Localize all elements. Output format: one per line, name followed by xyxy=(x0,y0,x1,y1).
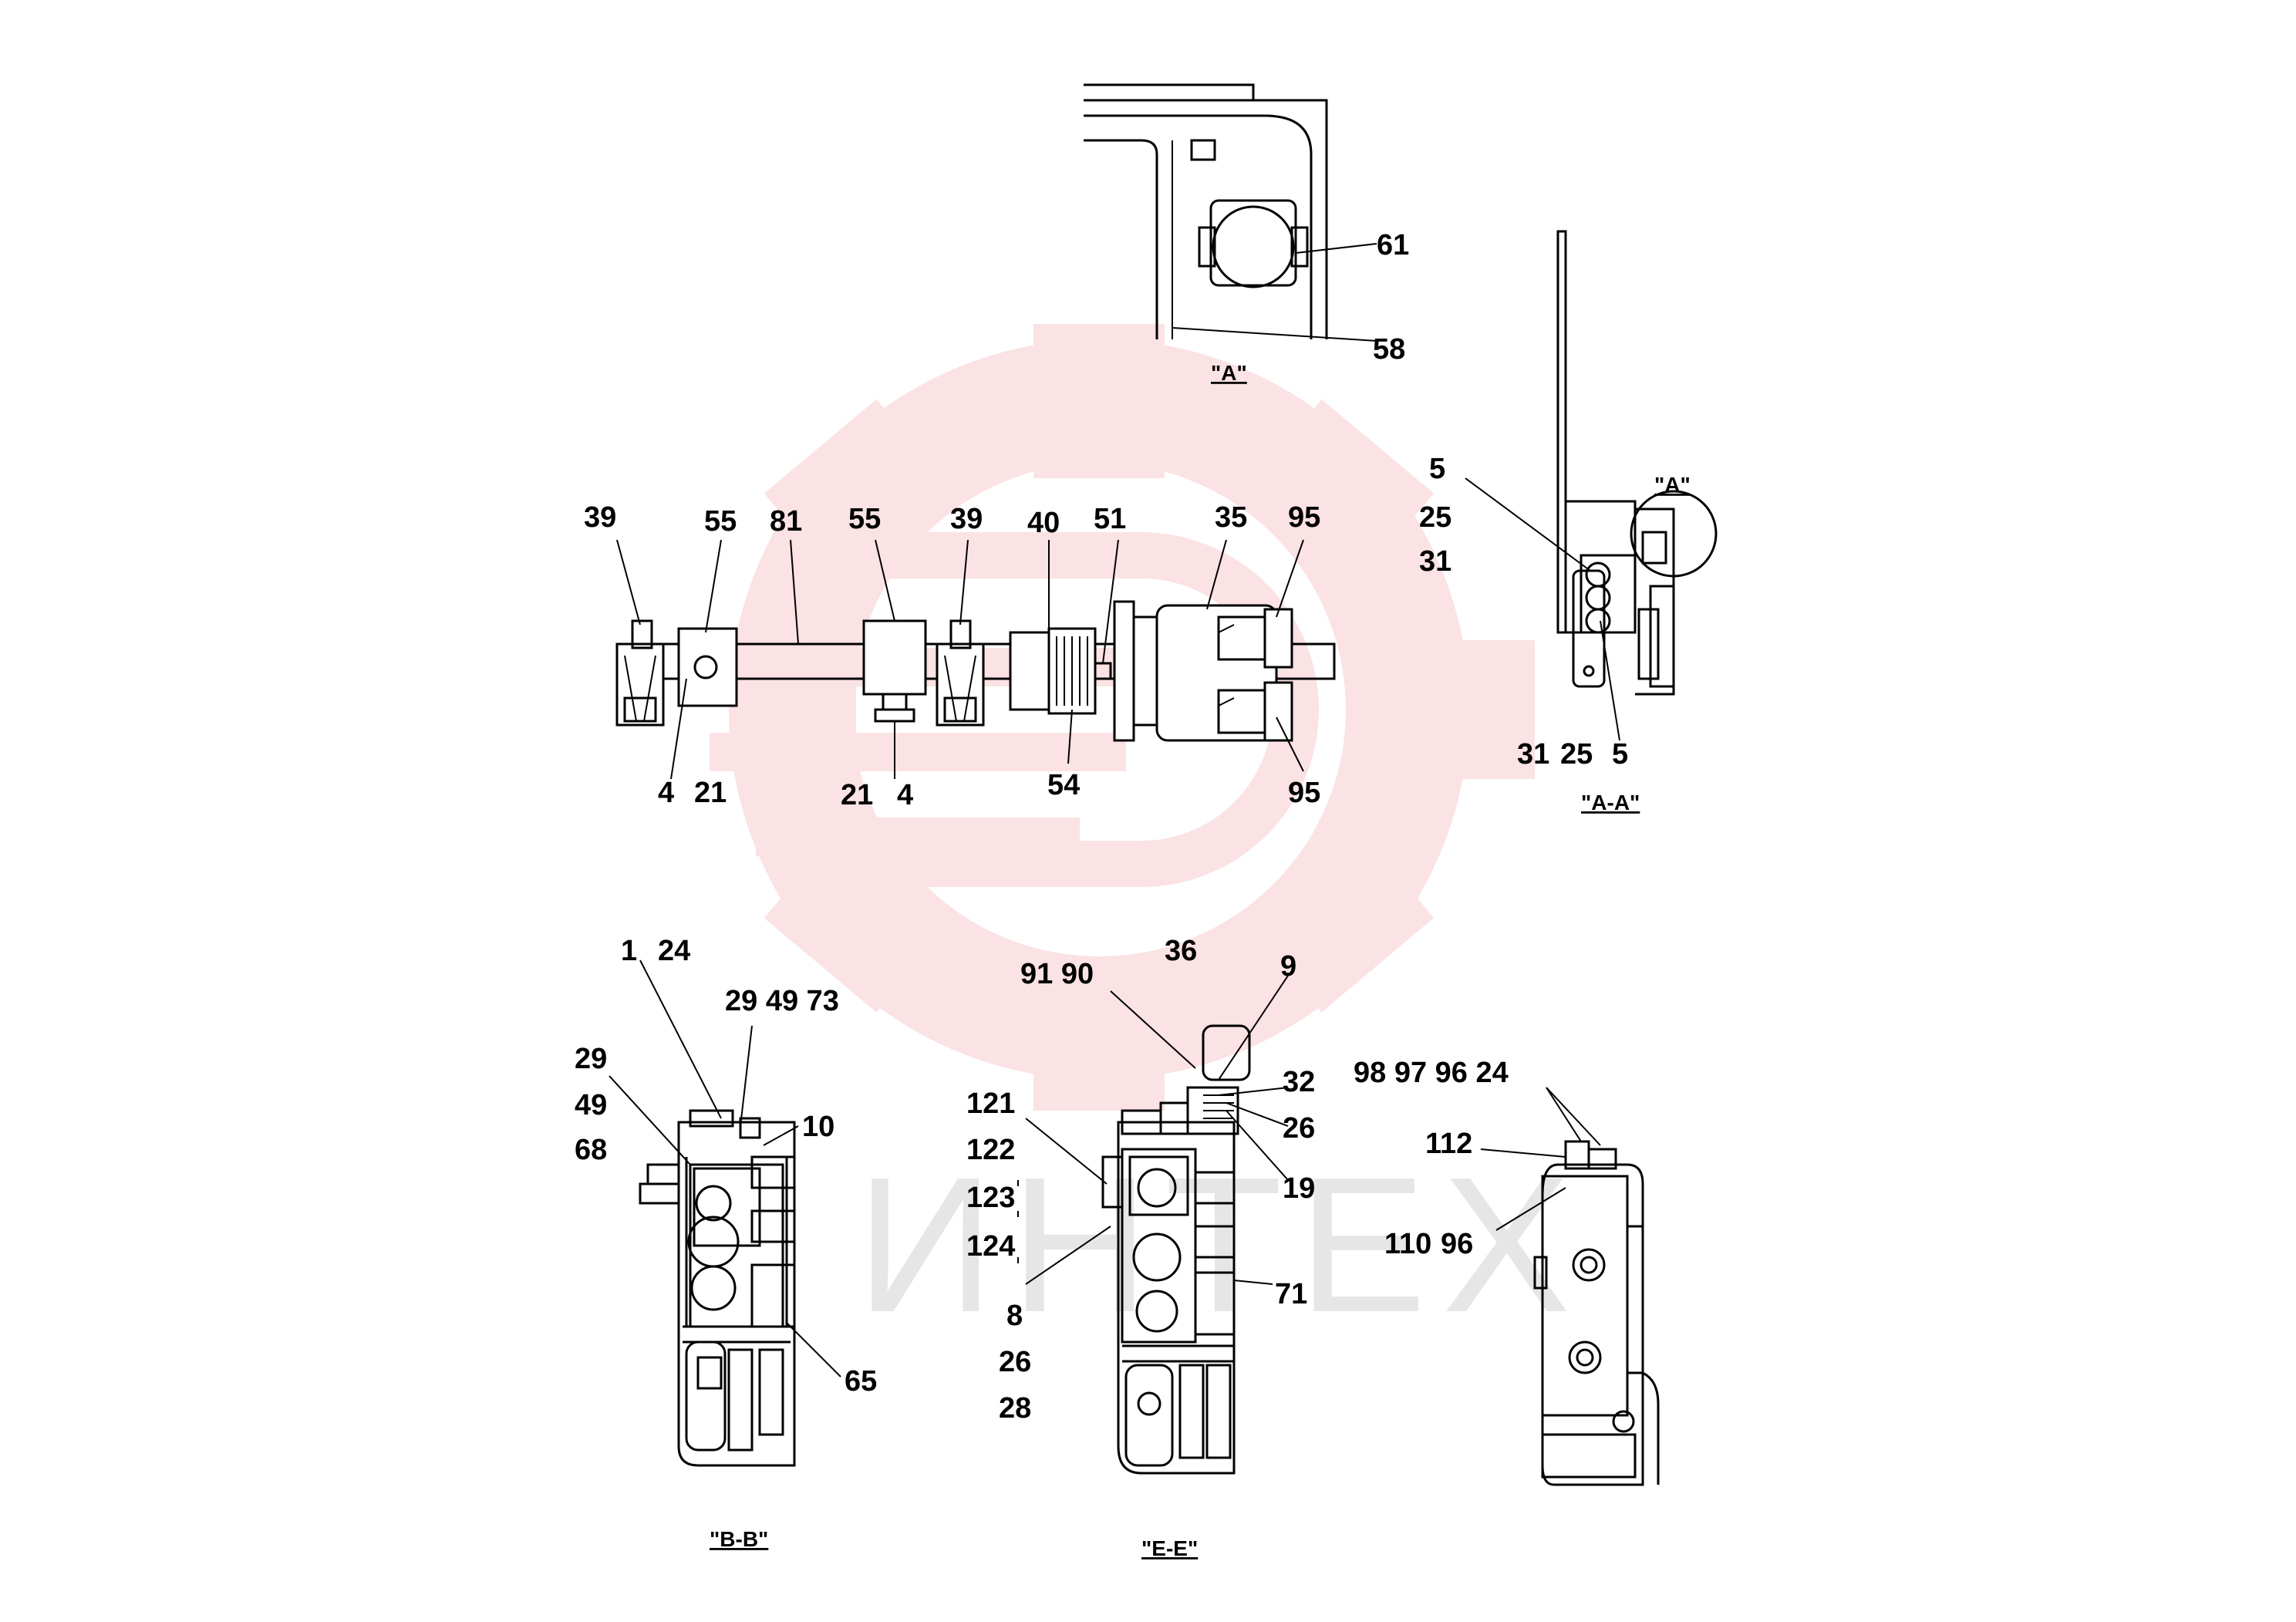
watermark-brand-text: ИНТЕХ xyxy=(856,1137,1586,1352)
label-4-left: 4 xyxy=(658,777,674,809)
label-35: 35 xyxy=(1215,501,1247,534)
label-81: 81 xyxy=(770,505,802,538)
label-95-bottom: 95 xyxy=(1288,777,1320,809)
view-title-aa-callout: "A" xyxy=(1654,473,1691,497)
label-25-bottom: 25 xyxy=(1560,738,1593,771)
label-26-ee-left: 26 xyxy=(999,1346,1031,1378)
label-4-mid: 4 xyxy=(897,779,913,811)
view-e-e xyxy=(1101,1024,1251,1475)
label-32: 32 xyxy=(1283,1066,1315,1098)
label-26-ee-right: 26 xyxy=(1283,1112,1315,1145)
shaft-assembly xyxy=(615,600,1336,742)
label-121: 121 xyxy=(966,1088,1015,1120)
callout-labels: 61 58 39 55 81 55 39 40 51 35 95 4 21 21… xyxy=(575,229,1628,1425)
label-5-bottom: 5 xyxy=(1612,738,1628,771)
label-95-top: 95 xyxy=(1288,501,1320,534)
label-124: 124 xyxy=(966,1230,1015,1263)
label-96: 96 xyxy=(1441,1228,1473,1260)
label-9: 9 xyxy=(1280,950,1296,983)
view-title-ee: "E-E" xyxy=(1141,1536,1198,1560)
label-58: 58 xyxy=(1373,333,1405,366)
view-a-a xyxy=(1556,230,1718,696)
label-51: 51 xyxy=(1094,503,1126,535)
watermark: ИНТЕХ xyxy=(694,324,1586,1352)
label-98-97-96-24: 98 97 96 24 xyxy=(1354,1057,1509,1089)
label-65: 65 xyxy=(845,1365,877,1398)
label-1: 1 xyxy=(621,935,637,967)
label-122: 122 xyxy=(966,1134,1015,1166)
view-title-bb: "B-B" xyxy=(710,1527,768,1551)
view-b-b xyxy=(639,1109,796,1467)
label-68: 68 xyxy=(575,1134,607,1166)
leader-lines xyxy=(609,243,1620,1378)
side-view xyxy=(1533,1140,1660,1486)
label-36: 36 xyxy=(1165,935,1197,967)
label-10: 10 xyxy=(802,1111,834,1143)
label-71: 71 xyxy=(1275,1278,1307,1310)
label-29: 29 xyxy=(575,1043,607,1075)
label-21-left: 21 xyxy=(694,777,727,809)
label-61: 61 xyxy=(1377,229,1409,261)
label-8: 8 xyxy=(1006,1300,1023,1332)
label-112: 112 xyxy=(1425,1128,1472,1160)
label-123: 123 xyxy=(966,1182,1015,1214)
label-5-top: 5 xyxy=(1429,453,1445,485)
label-31-bottom: 31 xyxy=(1517,738,1549,771)
label-29-49-73: 29 49 73 xyxy=(725,985,839,1017)
label-55-mid: 55 xyxy=(848,503,881,535)
label-40: 40 xyxy=(1027,507,1060,539)
label-91-90: 91 90 xyxy=(1020,958,1094,990)
label-31-top: 31 xyxy=(1419,545,1451,578)
view-title-aa: "A-A" xyxy=(1581,791,1640,814)
label-39-left: 39 xyxy=(584,501,616,534)
label-28: 28 xyxy=(999,1392,1031,1425)
label-19: 19 xyxy=(1283,1172,1315,1205)
label-110: 110 xyxy=(1384,1228,1431,1260)
label-24-bb: 24 xyxy=(658,935,690,967)
label-54: 54 xyxy=(1047,769,1080,801)
label-55-left: 55 xyxy=(704,505,737,538)
label-49: 49 xyxy=(575,1089,607,1121)
view-a xyxy=(1084,83,1377,342)
label-21-mid: 21 xyxy=(841,779,873,811)
label-25-top: 25 xyxy=(1419,501,1451,534)
view-title-a: "A" xyxy=(1211,361,1247,385)
label-39-right: 39 xyxy=(950,503,983,535)
